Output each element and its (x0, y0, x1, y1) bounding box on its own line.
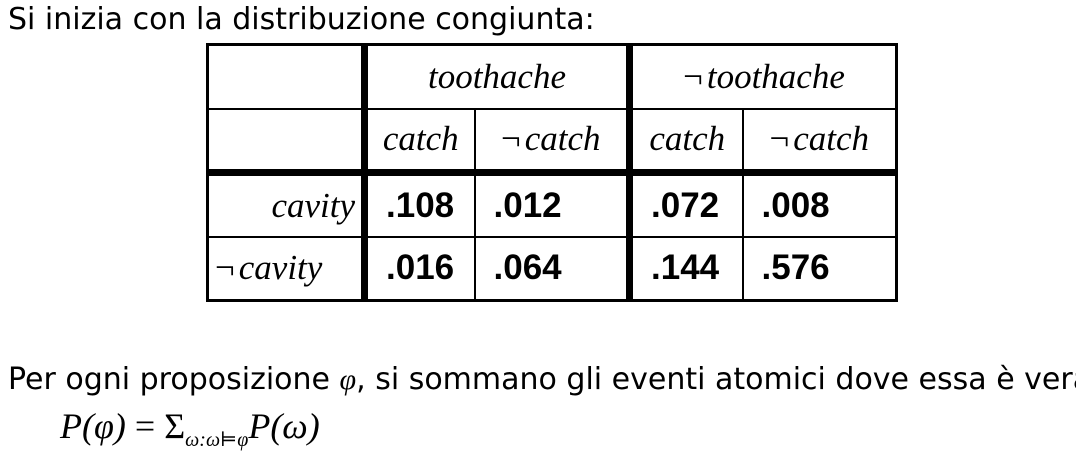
value-cell: .576 (741, 235, 898, 302)
table-row-not-cavity: ¬cavity .016 .064 .144 .576 (206, 235, 898, 302)
sum-formula: P(φ) = Σω:ω⊨φP(ω) (60, 404, 320, 462)
phi-symbol: φ (339, 363, 357, 396)
value-cell: .064 (473, 235, 631, 302)
value-cell: .108 (361, 171, 476, 238)
value-cell: .012 (473, 171, 631, 238)
corner-cell (206, 43, 366, 110)
row-label-not-cavity: ¬cavity (206, 235, 366, 302)
formula-subscript: ω:ω⊨φ (185, 429, 249, 451)
value-cell: .016 (361, 235, 476, 302)
subheader-catch-2: catch (626, 107, 744, 176)
paragraph-after-symbol: , si sommano gli eventi atomici dove ess… (356, 362, 1076, 397)
subheader-not-catch-2: ¬catch (741, 107, 898, 176)
value-cell: .008 (741, 171, 898, 238)
formula-sum-symbol: Σ (164, 406, 186, 446)
table-row-cavity: cavity .108 .012 .072 .008 (206, 171, 898, 238)
header-not-toothache-label: toothache (706, 56, 845, 96)
negation-symbol: ¬ (215, 248, 235, 288)
negation-symbol: ¬ (769, 119, 790, 159)
value-cell: .144 (626, 235, 744, 302)
subheader-catch-2-label: catch (649, 119, 726, 159)
row-label-cavity-text: cavity (271, 185, 355, 225)
value-cell: .072 (626, 171, 744, 238)
header-not-toothache: ¬toothache (626, 43, 898, 110)
intro-text: Si inizia con la distribuzione congiunta… (8, 2, 595, 37)
sub-header-row: catch ¬catch catch ¬catch (206, 107, 898, 176)
subheader-not-catch-1: ¬catch (473, 107, 631, 176)
row-label-not-cavity-text: cavity (238, 248, 323, 288)
corner-cell-lower (206, 107, 366, 176)
explanation-paragraph: Per ogni proposizione φ, si sommano gli … (8, 362, 1076, 398)
subheader-not-catch-2-label: catch (793, 119, 870, 159)
row-label-cavity: cavity (206, 171, 366, 238)
header-toothache-label: toothache (427, 56, 567, 96)
joint-distribution-table: toothache ¬toothache catch ¬catch catch … (206, 43, 898, 302)
negation-symbol: ¬ (500, 119, 521, 159)
formula-lhs: P(φ) (60, 406, 126, 446)
paragraph-before-symbol: Per ogni proposizione (8, 362, 340, 397)
negation-symbol: ¬ (683, 56, 703, 96)
formula-rhs: P(ω) (248, 406, 320, 446)
group-header-row: toothache ¬toothache (206, 43, 898, 110)
formula-equals: = (125, 406, 165, 446)
subheader-catch-1-label: catch (382, 119, 459, 159)
subheader-catch-1: catch (361, 107, 476, 176)
subheader-not-catch-1-label: catch (524, 119, 601, 159)
header-toothache: toothache (361, 43, 631, 110)
